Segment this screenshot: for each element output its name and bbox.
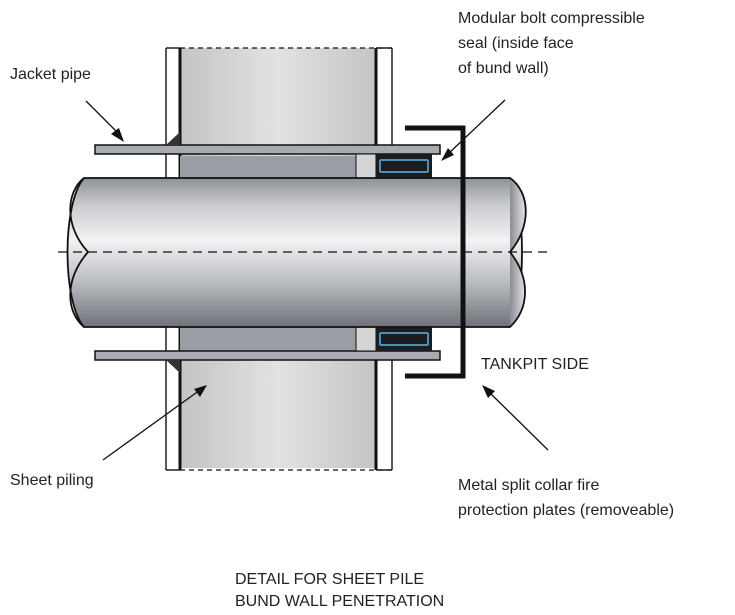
leader-collar xyxy=(482,385,549,451)
carrier-pipe xyxy=(66,177,527,328)
leader-jacket-pipe xyxy=(85,100,124,142)
collar-label-line2: protection plates (removeable) xyxy=(458,502,675,519)
jacket-pipe-label: Jacket pipe xyxy=(10,66,91,83)
fire-protection-collar xyxy=(405,125,466,379)
leader-sheet-piling xyxy=(102,385,207,461)
caption-line1: DETAIL FOR SHEET PILE xyxy=(235,571,425,588)
leader-seal xyxy=(441,99,506,161)
tankpit-side-label: TANKPIT SIDE xyxy=(481,356,589,373)
sheet-piling-label: Sheet piling xyxy=(10,472,94,489)
seal-label-line1: Modular bolt compressible xyxy=(458,10,645,27)
seal-label-line3: of bund wall) xyxy=(458,60,549,77)
seal-label-line2: seal (inside face xyxy=(458,35,574,52)
caption-line2: BUND WALL PENETRATION xyxy=(235,593,445,610)
collar-label-line1: Metal split collar fire xyxy=(458,477,600,494)
